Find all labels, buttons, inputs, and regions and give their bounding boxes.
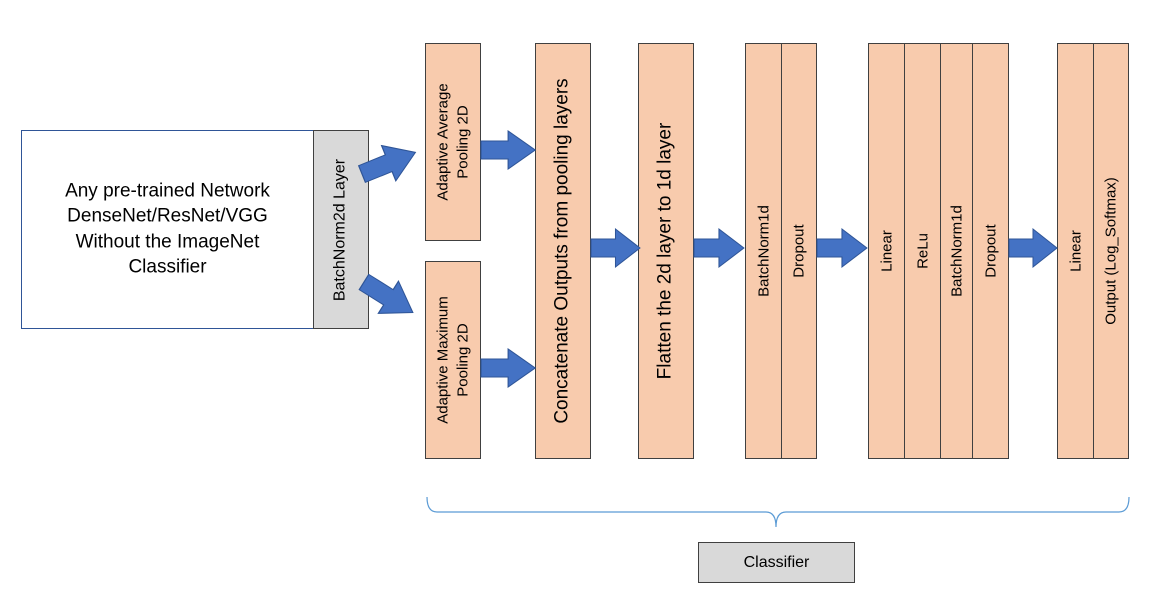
network-line-2: DenseNet/ResNet/VGG — [67, 205, 268, 227]
concatenate-box: Concatenate Outputs from pooling layers — [535, 43, 591, 459]
adaptive-average-pooling-box: Adaptive Average Pooling 2D — [425, 43, 481, 241]
arrow-max-to-concat — [480, 348, 536, 388]
block2-relu-box: ReLu — [904, 43, 941, 459]
pretrained-network-text: Any pre-trained Network DenseNet/ResNet/… — [22, 178, 313, 281]
batchnorm2d-layer-box: BatchNorm2d Layer — [313, 130, 369, 329]
arrow-to-max-pool — [353, 265, 424, 330]
arrow-block2-to-block3 — [1008, 228, 1058, 268]
arrow-block1-to-block2 — [816, 228, 868, 268]
block2-dropout-box: Dropout — [972, 43, 1009, 459]
flatten-box: Flatten the 2d layer to 1d layer — [638, 43, 694, 459]
arrow-to-avg-pool — [354, 134, 424, 193]
block3-linear-box: Linear — [1057, 43, 1094, 459]
network-line-3: Without the ImageNet — [75, 231, 260, 253]
network-line-4: Classifier — [128, 257, 207, 279]
classifier-box: Classifier — [698, 542, 855, 583]
block1-batchnorm1d-box: BatchNorm1d — [745, 43, 782, 459]
block1-dropout-box: Dropout — [781, 43, 817, 459]
arrow-flatten-to-block1 — [693, 228, 745, 268]
classifier-brace — [426, 496, 1130, 528]
arrow-avg-to-concat — [480, 130, 536, 170]
classifier-label: Classifier — [743, 553, 810, 571]
block3-output-box: Output (Log_Softmax) — [1093, 43, 1129, 459]
arrow-concat-to-flatten — [590, 228, 641, 268]
network-line-1: Any pre-trained Network — [65, 180, 270, 202]
pretrained-network-box: Any pre-trained Network DenseNet/ResNet/… — [21, 130, 314, 329]
